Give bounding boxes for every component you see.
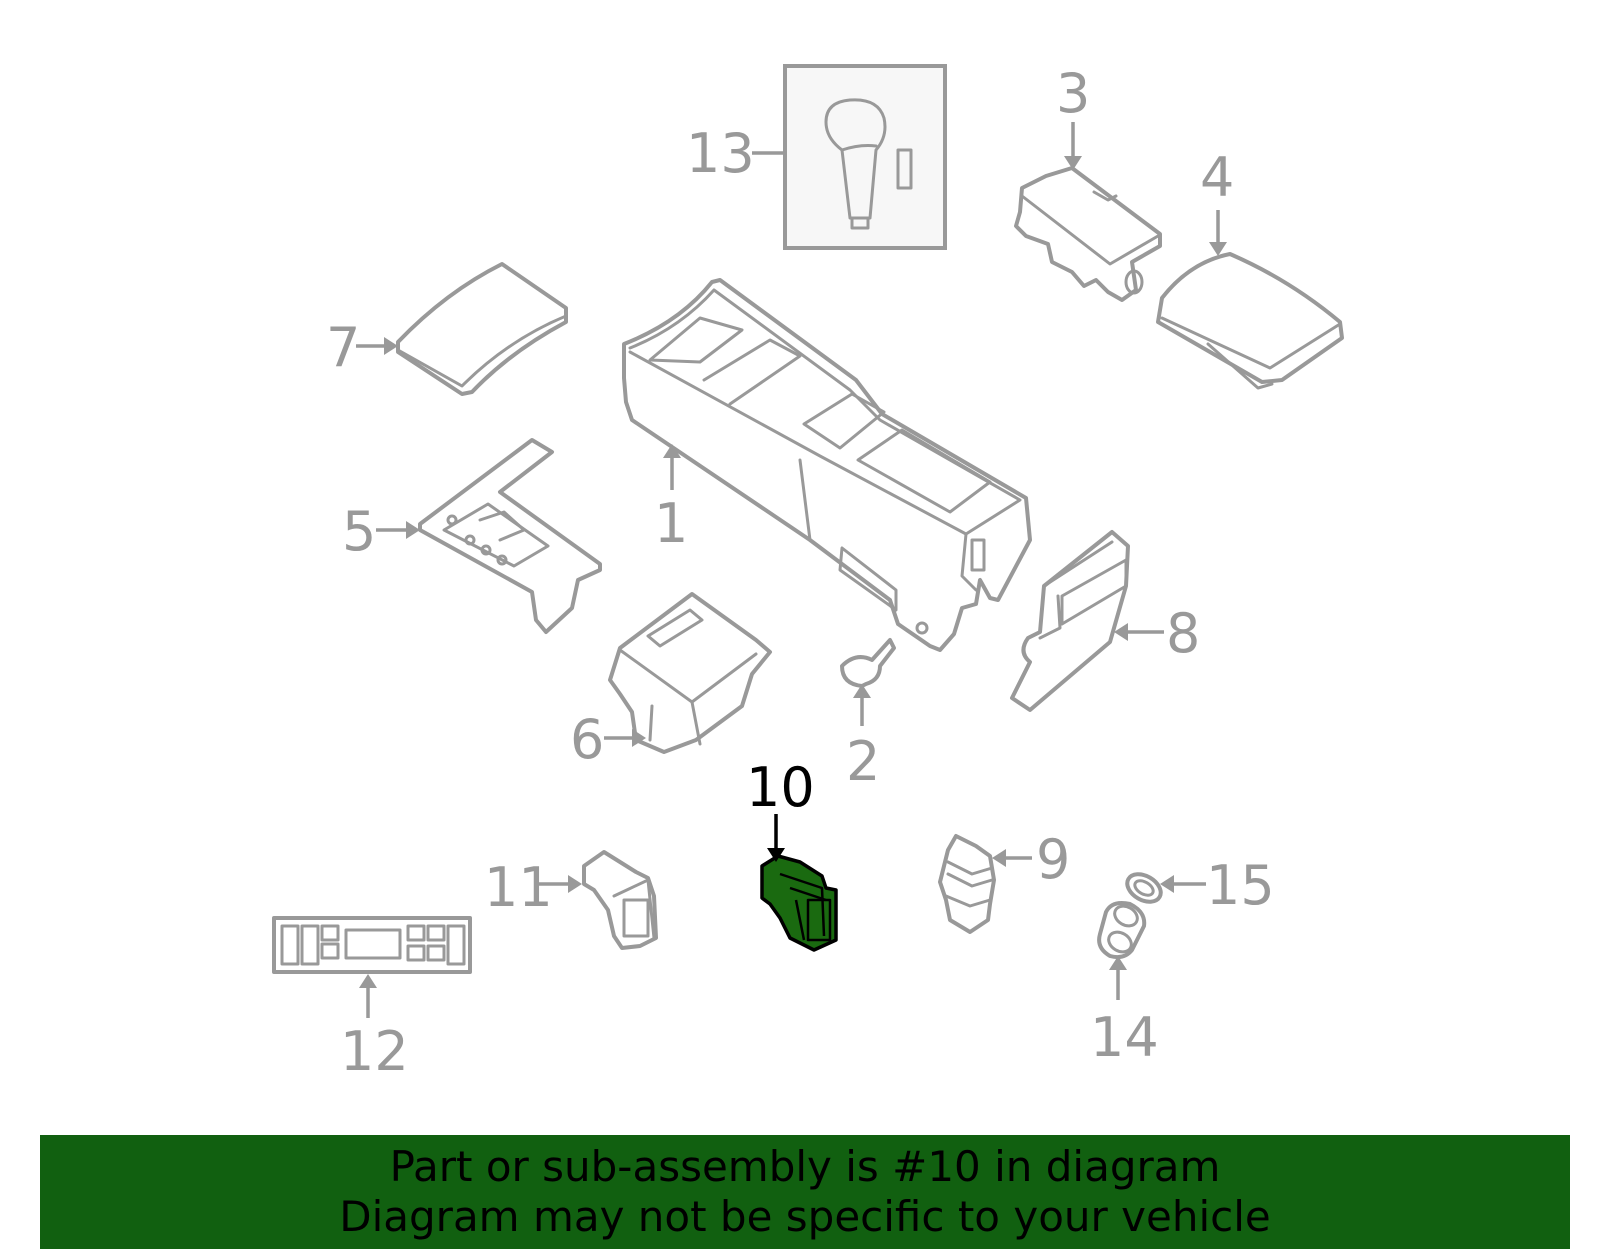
- callout-9: 9: [1036, 828, 1070, 891]
- part-6-storage-box[interactable]: [608, 592, 772, 754]
- arrowhead-4: [1209, 242, 1227, 256]
- arrowhead-6: [632, 729, 646, 747]
- arrowhead-11: [568, 875, 582, 893]
- part-11-switch[interactable]: [582, 850, 658, 950]
- info-banner: Part or sub-assembly is #10 in diagram D…: [40, 1135, 1570, 1249]
- part-13-shift-knob[interactable]: [783, 64, 947, 250]
- part-12-control-panel[interactable]: [272, 916, 472, 974]
- arrowhead-10: [767, 848, 785, 862]
- callout-8: 8: [1166, 602, 1200, 665]
- arrowhead-5: [406, 521, 420, 539]
- part-7-lid[interactable]: [396, 262, 568, 396]
- callout-1: 1: [654, 492, 688, 555]
- arrowhead-8: [1114, 623, 1128, 641]
- arrowhead-15: [1160, 875, 1174, 893]
- arrowhead-7: [384, 337, 398, 355]
- callout-4: 4: [1200, 146, 1234, 209]
- callout-14: 14: [1090, 1006, 1159, 1069]
- arrowhead-2: [853, 684, 871, 698]
- arrowhead-12: [359, 974, 377, 988]
- callout-11: 11: [484, 856, 553, 919]
- part-1-console-body[interactable]: [622, 278, 1032, 652]
- part-2-clip[interactable]: [840, 638, 896, 688]
- part-5-shifter-bezel[interactable]: [418, 438, 602, 634]
- arrowhead-14: [1109, 956, 1127, 970]
- arrowhead-1: [663, 444, 681, 458]
- part-8-rear-panel[interactable]: [1010, 530, 1130, 712]
- part-4-armrest-lid[interactable]: [1156, 252, 1344, 390]
- banner-line-2: Diagram may not be specific to your vehi…: [339, 1192, 1271, 1241]
- callout-15: 15: [1206, 854, 1275, 917]
- callout-12: 12: [340, 1020, 409, 1083]
- callout-3: 3: [1056, 62, 1090, 125]
- callout-13: 13: [686, 122, 755, 185]
- arrowhead-3: [1064, 156, 1082, 170]
- arrowhead-9: [992, 849, 1006, 867]
- callout-5: 5: [342, 500, 376, 563]
- callout-2: 2: [846, 730, 880, 793]
- banner-line-1: Part or sub-assembly is #10 in diagram: [389, 1142, 1221, 1191]
- callout-6: 6: [570, 708, 604, 771]
- part-15-cap[interactable]: [1122, 869, 1165, 908]
- part-10-switch-highlighted[interactable]: [760, 854, 838, 952]
- part-9-switch[interactable]: [938, 834, 996, 934]
- part-14-socket[interactable]: [1097, 901, 1147, 960]
- callout-10: 10: [746, 756, 815, 819]
- callout-7: 7: [326, 316, 360, 379]
- part-3-console-cover[interactable]: [1014, 166, 1162, 302]
